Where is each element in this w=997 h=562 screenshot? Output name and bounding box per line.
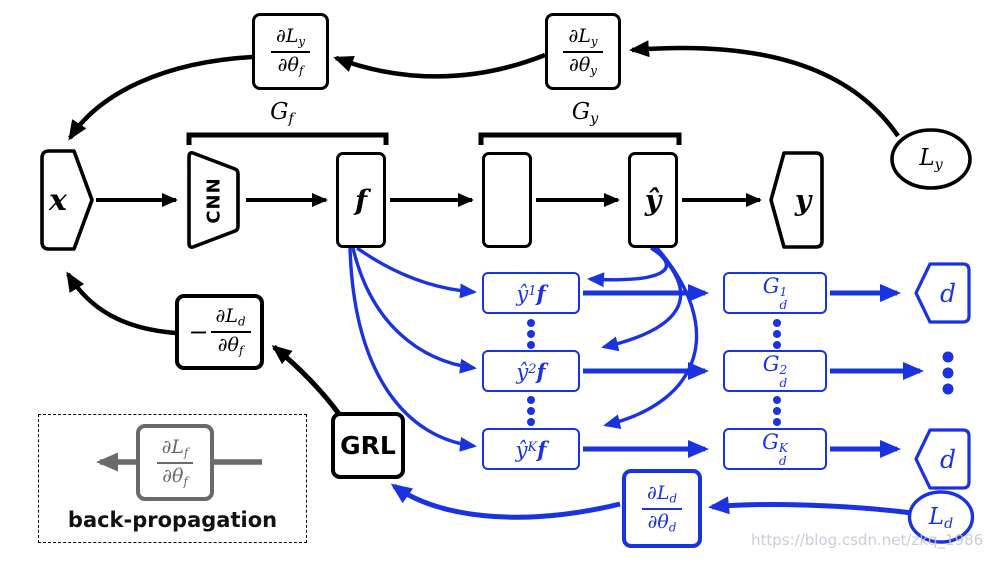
node-f: f (336, 152, 386, 248)
legend-caption: back-propagation (67, 508, 278, 532)
grl-box: GRL (331, 412, 405, 479)
node-classifier-hidden (482, 152, 532, 248)
node-yhat-label: ŷ (644, 183, 662, 217)
arrow-ly-to-grad-ly-y (629, 40, 900, 138)
arrow-grad-ly-y-to-grad-ly-f (333, 52, 546, 79)
x-pentagon (40, 149, 94, 251)
grl-label: GRL (340, 431, 396, 460)
branch-box-yhat2f: ŷ2f (482, 350, 580, 392)
node-ld-label: Ld (928, 503, 954, 532)
fraction-dly-dthetaf: ∂Ly ∂θf (270, 25, 311, 78)
node-cnn: CNN (186, 150, 242, 250)
brace-gy (478, 132, 682, 145)
d-top-pentagon (914, 262, 971, 324)
group-label-gy: Gy (571, 99, 599, 127)
cnn-trapezoid (187, 151, 240, 249)
fraction-dld-dthetad: ∂Ld ∂θd (642, 482, 682, 535)
node-cnn-label: CNN (203, 176, 225, 224)
fraction-dld-dthetaf: ∂Ld ∂θf (210, 305, 251, 358)
grad-box-ly-thetaf: ∂Ly ∂θf (252, 13, 329, 90)
fraction-dlf-dthetaf: ∂Lf ∂θf (156, 436, 194, 489)
arrow-grl-to-grad-ld-f (271, 345, 342, 416)
node-d-bottom-label: d (939, 444, 956, 474)
node-d-top-label: d (939, 278, 956, 308)
ellipsis-branch-1-2 (527, 319, 535, 349)
node-x: x (38, 148, 96, 252)
arrow-f-to-branch1 (356, 246, 477, 299)
grad-box-ld-thetad: ∂Ld ∂θd (622, 469, 702, 548)
branch2-label: ŷ2f (516, 358, 546, 384)
legend-grad-box: ∂Lf ∂θf (136, 424, 214, 501)
arrow-ld-to-grad-ld-d (708, 496, 913, 516)
node-d-bottom: d (912, 427, 972, 491)
arrow-f-to-branchK (348, 247, 477, 452)
arrow-grad-ld-f-to-x (66, 271, 177, 336)
node-ly-label: Ly (919, 145, 943, 173)
group-label-gf: Gf (270, 99, 294, 127)
brace-gf (186, 132, 389, 145)
ly-oval (890, 128, 972, 190)
node-yhat: ŷ (628, 152, 678, 248)
grad-box-ly-thetay: ∂Ly ∂θy (545, 13, 621, 90)
arrow-grad-ld-d-to-grl (390, 483, 621, 520)
watermark-text: https://blog.csdn.net/zkq_1986 (751, 531, 984, 549)
arrow-f-to-branch2 (351, 247, 477, 374)
node-loss-ly: Ly (888, 126, 974, 192)
branch1-label: ŷ1f (516, 280, 546, 306)
node-loss-ld: Ld (906, 489, 976, 546)
ellipsis-gd-1-2 (773, 319, 781, 349)
minus-sign: − (188, 318, 209, 346)
d-bottom-pentagon (914, 428, 971, 490)
arrow-grad-ly-f-to-x (68, 54, 253, 141)
node-y: y (768, 150, 826, 250)
y-pentagon (769, 151, 824, 249)
ellipsis-branch-2-K (527, 396, 535, 426)
arrow-yhat-to-branch1 (587, 246, 668, 288)
arrow-yhat-to-branchK (603, 246, 699, 430)
ellipsis-gd-2-K (773, 396, 781, 426)
ld-oval (907, 490, 975, 544)
node-y-label: y (794, 183, 812, 217)
node-f-label: f (354, 183, 368, 217)
legend-box (38, 414, 307, 543)
fraction-dly-dthetay: ∂Ly ∂θy (563, 25, 603, 78)
ellipsis-d-outputs (942, 351, 954, 395)
node-x-label: x (49, 182, 67, 218)
grad-box-neg-ld-thetaf: − ∂Ld ∂θf (175, 294, 264, 370)
branchK-label: ŷKf (515, 436, 547, 462)
node-d-top: d (912, 261, 972, 325)
branch-box-yhat1f: ŷ1f (482, 272, 580, 314)
branch-box-yhatKf: ŷKf (482, 428, 580, 470)
